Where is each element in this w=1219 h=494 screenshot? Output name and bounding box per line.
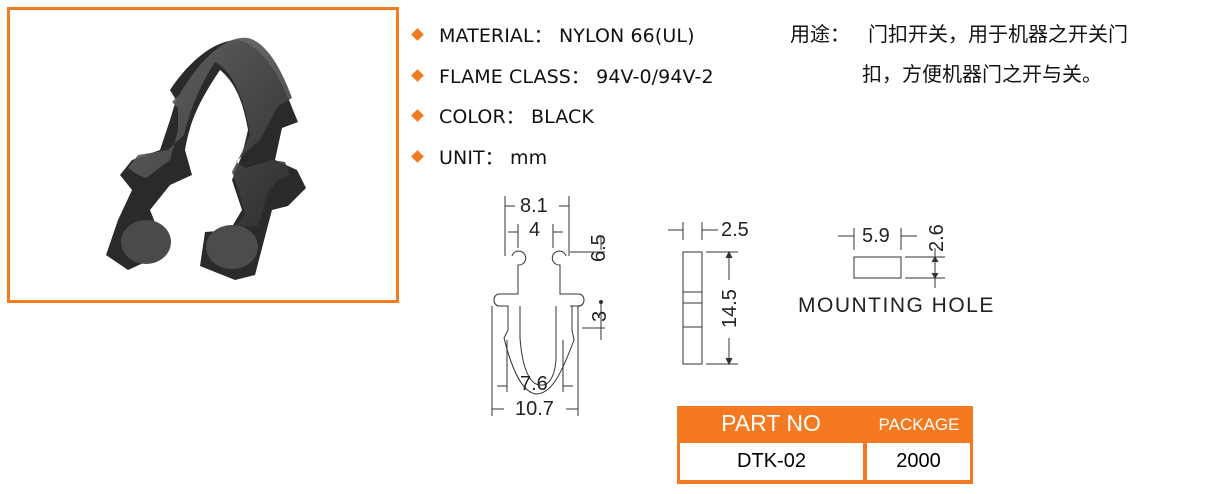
usage-line-1: 门扣开关，用于机器之开关门: [868, 22, 1128, 46]
dim-hole-height: 2.6: [926, 224, 948, 252]
cell-part-no: DTK-02: [680, 443, 863, 480]
usage-description: 用途： 门扣开关，用于机器之开关门 扣，方便机器门之开与关。: [790, 14, 1128, 94]
spec-unit: UNIT： mm: [410, 136, 714, 177]
spec-label: COLOR： BLACK: [439, 106, 594, 129]
dim-inner-top: 4: [529, 219, 541, 241]
spec-list: MATERIAL： NYLON 66(UL) FLAME CLASS： 94V-…: [410, 14, 714, 177]
spec-material: MATERIAL： NYLON 66(UL): [410, 14, 714, 55]
usage-label: 用途：: [790, 22, 850, 46]
part-table: PART NO PACKAGE DTK-02 2000: [677, 406, 973, 484]
product-photo: [106, 37, 306, 280]
dim-inner-bottom: 7.6: [520, 373, 548, 395]
dim-side-thickness: 2.5: [721, 219, 749, 241]
spec-label: MATERIAL： NYLON 66(UL): [439, 24, 695, 47]
dim-right-height: 6.5: [588, 234, 610, 262]
cell-package: 2000: [867, 443, 970, 480]
spec-color: COLOR： BLACK: [410, 95, 714, 136]
spec-label: UNIT： mm: [439, 146, 548, 169]
dim-top-width: 8.1: [520, 195, 548, 217]
dim-right-small: 3: [589, 310, 611, 322]
dim-hole-width: 5.9: [862, 225, 890, 247]
front-view-outline: [493, 250, 585, 395]
header-part-no: PART NO: [721, 410, 821, 436]
spec-flame-class: FLAME CLASS： 94V-0/94V-2: [410, 55, 714, 96]
dim-side-height: 14.5: [719, 289, 741, 328]
product-photo-frame: [7, 7, 399, 303]
mounting-hole-label: MOUNTING HOLE: [798, 294, 995, 317]
spec-label: FLAME CLASS： 94V-0/94V-2: [439, 65, 714, 88]
usage-line-2: 扣，方便机器门之开与关。: [862, 62, 1102, 86]
part-table-header: PART NO PACKAGE: [677, 406, 973, 442]
dim-bottom-width: 10.7: [515, 398, 554, 420]
header-package: PACKAGE: [878, 415, 960, 434]
